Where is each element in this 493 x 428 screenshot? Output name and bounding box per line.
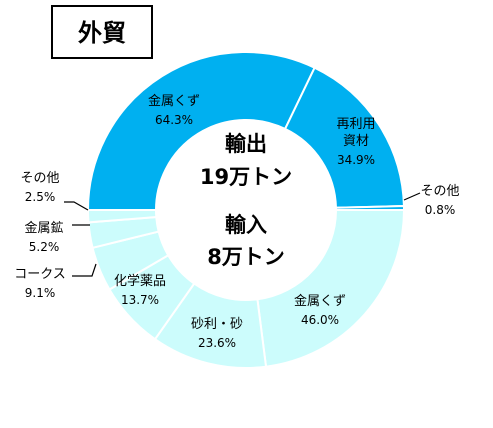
- chart-title-box: 外貿: [51, 5, 153, 59]
- export-center-total: 19万トン: [200, 165, 292, 189]
- export-segment-label: 再利用: [336, 117, 375, 132]
- center-summary: 輸出 19万トン 輸入 8万トン: [200, 132, 292, 269]
- import-segment-label: 化学薬品: [114, 273, 166, 289]
- import-leader-line: [64, 201, 89, 211]
- import-segment-percent: 5.2%: [29, 240, 60, 254]
- chart-title: 外貿: [78, 19, 126, 47]
- import-segment-percent: 46.0%: [301, 313, 339, 327]
- donut-hole: [157, 121, 335, 299]
- export-leader-line: [403, 192, 421, 201]
- import-segment-label: 金属鉱: [24, 220, 63, 236]
- export-segment-label: 金属くず: [148, 93, 200, 109]
- import-segment-percent: 9.1%: [25, 286, 56, 300]
- import-center-title: 輸入: [225, 213, 267, 237]
- export-segment-percent: 0.8%: [425, 203, 456, 217]
- import-leader-line: [72, 263, 97, 277]
- import-center-total: 8万トン: [207, 245, 285, 269]
- export-segment-label: その他: [420, 184, 459, 199]
- import-segment-percent: 23.6%: [198, 336, 236, 350]
- import-segment-label: コークス: [14, 267, 66, 282]
- import-segment-percent: 2.5%: [25, 190, 56, 204]
- import-segment-label: その他: [20, 171, 59, 186]
- import-segment: [86, 209, 158, 224]
- import-segment-label: 金属くず: [294, 293, 346, 309]
- leader-lines: [64, 192, 421, 277]
- chart-title-frame: [51, 5, 153, 59]
- export-segment-percent: 64.3%: [155, 113, 193, 127]
- import-segment-percent: 13.7%: [121, 293, 159, 307]
- import-segment: [256, 209, 406, 368]
- export-segment-percent: 34.9%: [337, 153, 375, 167]
- export-center-title: 輸出: [225, 132, 267, 156]
- export-segment-label: 資材: [343, 134, 369, 149]
- import-segment-label: 砂利・砂: [191, 317, 243, 332]
- export-segment: [86, 51, 316, 211]
- donut-ring: [86, 51, 406, 369]
